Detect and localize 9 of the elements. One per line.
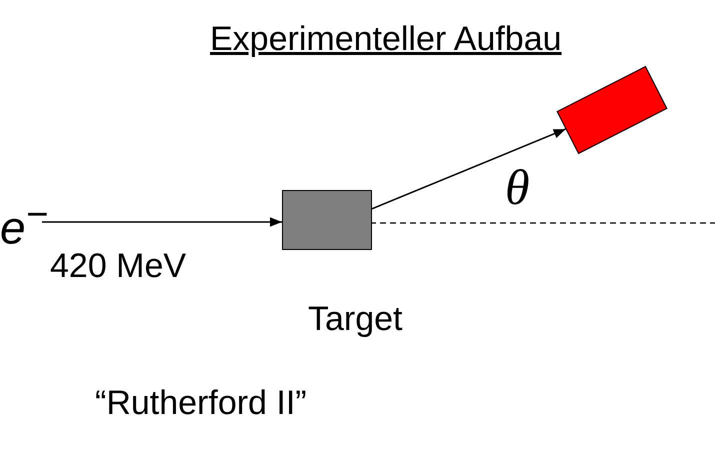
particle-symbol: e$^{−}$: [0, 192, 48, 252]
target-label: Target: [308, 300, 402, 339]
target-block: [282, 190, 372, 250]
angle-symbol: θ: [505, 160, 530, 215]
title: Experimenteller Aufbau: [210, 20, 562, 59]
caption-text: “Rutherford II”: [95, 385, 307, 422]
arrow: [42, 217, 282, 227]
arrow: [372, 128, 566, 210]
energy-label: 420 MeV: [50, 248, 186, 286]
